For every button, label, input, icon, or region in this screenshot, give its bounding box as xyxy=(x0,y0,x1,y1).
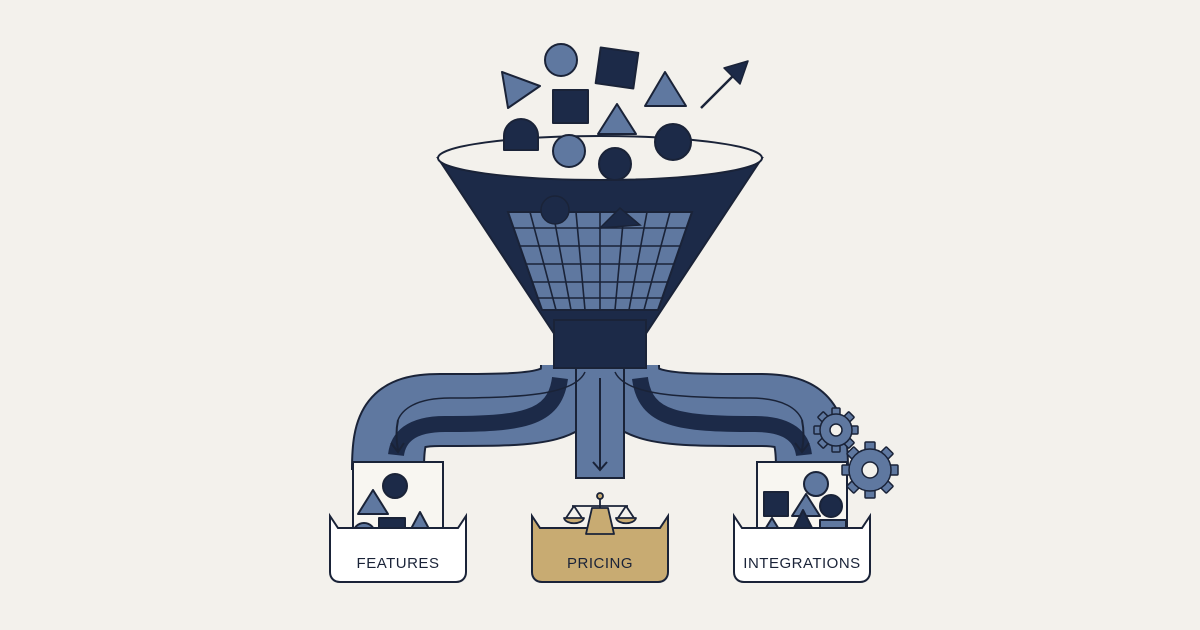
bin-label-features: FEATURES xyxy=(357,555,440,572)
gear-icon xyxy=(813,407,859,453)
scale-icon xyxy=(563,492,637,535)
bin-pricing: PRICING xyxy=(531,492,669,583)
right-pipe xyxy=(586,362,849,471)
left-pipe xyxy=(351,362,614,471)
input-shapes xyxy=(501,43,692,181)
arrow-down-icon xyxy=(794,419,810,454)
flow-arrows xyxy=(390,378,810,472)
arrow-down-icon xyxy=(592,378,608,472)
bin-integrations: INTEGRATIONS xyxy=(733,461,871,583)
pipes xyxy=(351,359,849,479)
arrow-up-right-icon xyxy=(700,60,749,109)
arrow-down-icon xyxy=(390,419,405,454)
funnel-mesh xyxy=(506,195,694,311)
bin-features: FEATURES xyxy=(329,461,467,583)
bin-label-pricing: PRICING xyxy=(567,555,633,572)
gear-icon xyxy=(841,441,899,499)
bin-label-integrations: INTEGRATIONS xyxy=(743,555,860,572)
